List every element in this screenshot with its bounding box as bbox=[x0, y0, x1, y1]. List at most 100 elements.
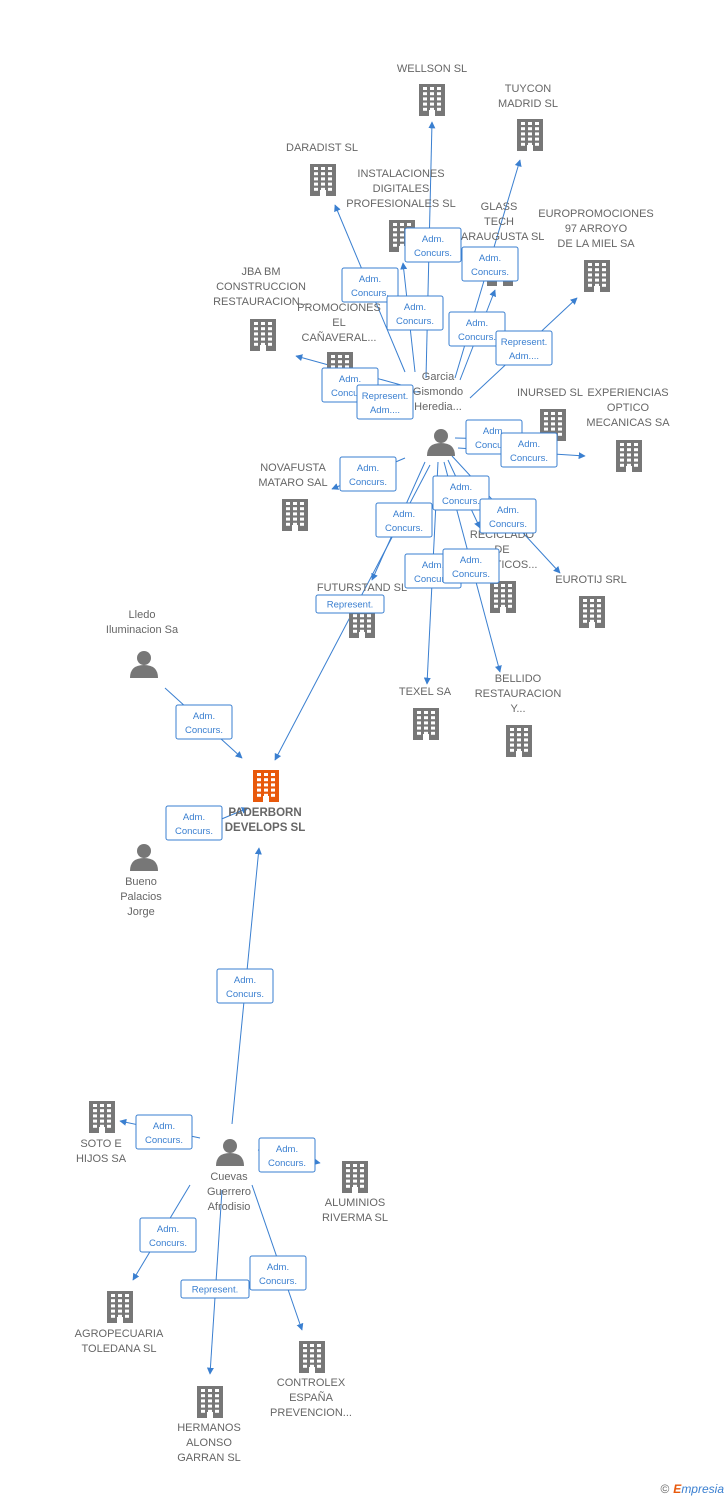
building-icon bbox=[342, 1161, 368, 1193]
building-icon bbox=[413, 708, 439, 740]
svg-text:Adm.Concurs.: Adm.Concurs. bbox=[351, 274, 389, 299]
person-icon bbox=[427, 429, 455, 456]
svg-text:Adm.Concurs.: Adm.Concurs. bbox=[510, 439, 548, 464]
person-icon bbox=[216, 1139, 244, 1166]
svg-text:Adm.Concurs.: Adm.Concurs. bbox=[452, 555, 490, 580]
building-icon bbox=[584, 260, 610, 292]
company-node-texel[interactable]: TEXEL SA bbox=[399, 686, 452, 740]
node-label: TEXEL SA bbox=[399, 686, 452, 698]
node-label: INURSED SL bbox=[517, 387, 583, 399]
building-icon bbox=[107, 1291, 133, 1323]
building-icon bbox=[253, 770, 279, 802]
svg-text:Adm.Concurs.: Adm.Concurs. bbox=[458, 318, 496, 343]
svg-text:Adm.Concurs.: Adm.Concurs. bbox=[385, 509, 423, 534]
node-label: FUTURSTAND SL bbox=[317, 582, 407, 594]
edge-label[interactable]: Adm.Concurs. bbox=[139, 1217, 197, 1253]
copyright-symbol: © bbox=[660, 1482, 670, 1496]
brand-initial: E bbox=[673, 1482, 682, 1496]
edge-label[interactable]: Adm.Concurs. bbox=[339, 456, 397, 492]
building-icon bbox=[616, 440, 642, 472]
svg-text:Adm.Concurs.: Adm.Concurs. bbox=[149, 1224, 187, 1249]
company-node-wellson[interactable]: WELLSON SL bbox=[397, 63, 467, 116]
building-icon bbox=[299, 1341, 325, 1373]
building-icon bbox=[579, 596, 605, 628]
svg-text:Adm.Concurs.: Adm.Concurs. bbox=[185, 711, 223, 736]
svg-text:Represent.Adm....: Represent.Adm.... bbox=[362, 391, 408, 416]
svg-text:Adm.Concurs.: Adm.Concurs. bbox=[259, 1262, 297, 1287]
edge-label[interactable]: Adm.Concurs. bbox=[432, 475, 490, 511]
svg-text:Adm.Concurs.: Adm.Concurs. bbox=[471, 253, 509, 278]
brand-name: mpresia bbox=[681, 1482, 724, 1496]
edge-label[interactable]: Adm.Concurs. bbox=[249, 1255, 307, 1291]
edge-label[interactable]: Adm.Concurs. bbox=[404, 227, 462, 263]
edge-label[interactable]: Represent. bbox=[180, 1279, 250, 1299]
svg-text:Adm.Concurs.: Adm.Concurs. bbox=[145, 1121, 183, 1146]
edge-label[interactable]: Adm.Concurs. bbox=[500, 432, 558, 468]
edge-label[interactable]: Adm.Concurs. bbox=[442, 548, 500, 584]
building-icon bbox=[490, 581, 516, 613]
edge-label[interactable]: Adm.Concurs. bbox=[135, 1114, 193, 1150]
node-label: EUROTIJ SRL bbox=[555, 574, 627, 586]
footer-brand[interactable]: ©Empresia bbox=[660, 1482, 724, 1496]
edge-label[interactable]: Represent. bbox=[315, 594, 385, 614]
edge-label[interactable]: Adm.Concurs. bbox=[165, 805, 223, 841]
edge-label[interactable]: Represent.Adm.... bbox=[495, 330, 553, 366]
edge-label[interactable]: Adm.Concurs. bbox=[175, 704, 233, 740]
edge-label[interactable]: Adm.Concurs. bbox=[341, 267, 399, 303]
building-icon bbox=[250, 319, 276, 351]
svg-text:Represent.Adm....: Represent.Adm.... bbox=[501, 337, 547, 362]
edge-label[interactable]: Adm.Concurs. bbox=[386, 295, 444, 331]
svg-text:Adm.Concurs.: Adm.Concurs. bbox=[349, 463, 387, 488]
edge-label[interactable]: Adm.Concurs. bbox=[216, 968, 274, 1004]
company-node-daradist[interactable]: DARADIST SL bbox=[286, 142, 358, 196]
svg-text:Adm.Concurs.: Adm.Concurs. bbox=[442, 482, 480, 507]
person-icon bbox=[130, 844, 158, 871]
svg-text:Adm.Concurs.: Adm.Concurs. bbox=[489, 505, 527, 530]
edge-label[interactable]: Adm.Concurs. bbox=[448, 311, 506, 347]
edge-label[interactable]: Adm.Concurs. bbox=[258, 1137, 316, 1173]
svg-text:Adm.Concurs.: Adm.Concurs. bbox=[396, 302, 434, 327]
building-icon bbox=[282, 499, 308, 531]
person-icon bbox=[130, 651, 158, 678]
svg-text:Adm.Concurs.: Adm.Concurs. bbox=[331, 374, 369, 399]
company-node-eurotij[interactable]: EUROTIJ SRL bbox=[555, 574, 627, 628]
edge-label[interactable]: Adm.Concurs. bbox=[375, 502, 433, 538]
edge-label[interactable]: Represent.Adm.... bbox=[356, 384, 414, 420]
svg-text:Represent.: Represent. bbox=[192, 1285, 238, 1296]
edge-label[interactable]: Adm.Concurs. bbox=[479, 498, 537, 534]
edge-label[interactable]: Adm.Concurs. bbox=[461, 246, 519, 282]
building-icon bbox=[310, 164, 336, 196]
svg-text:Adm.Concurs.: Adm.Concurs. bbox=[226, 975, 264, 1000]
svg-text:Adm.Concurs.: Adm.Concurs. bbox=[268, 1144, 306, 1169]
svg-text:Adm.Concurs.: Adm.Concurs. bbox=[175, 812, 213, 837]
